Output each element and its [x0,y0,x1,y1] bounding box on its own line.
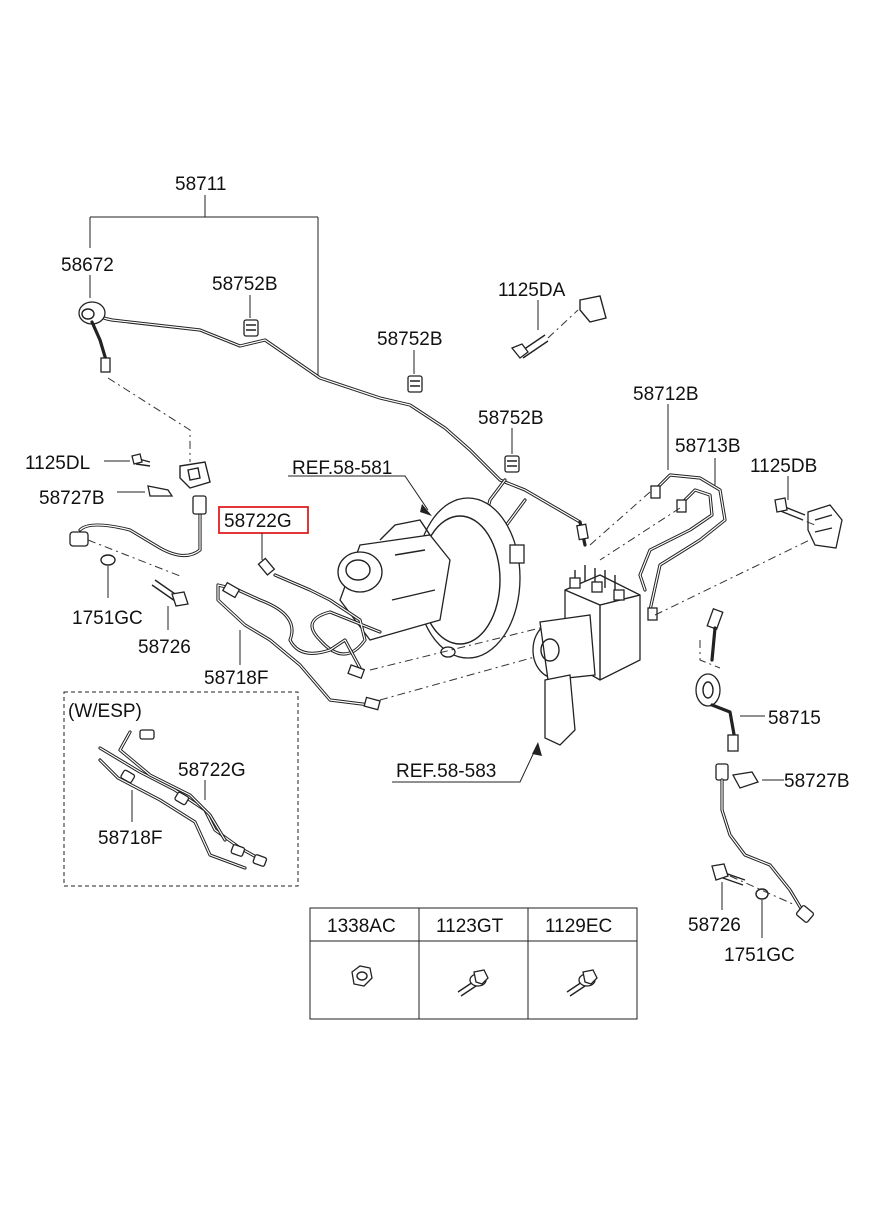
label-wesp: (W/ESP) [68,701,142,722]
label-ref-58-581: REF.58-581 [292,458,392,479]
label-58722g: 58722G [178,760,246,781]
bolt-1125db [774,476,843,549]
label-58726: 58726 [138,637,191,658]
clip-58752b-1 [243,295,259,337]
label-58711: 58711 [175,174,226,195]
table-header-1129ec: 1129EC [545,916,612,937]
label-58727b: 58727B [39,488,105,509]
label-ref-58-583: REF.58-583 [396,761,496,782]
hose-left-front [69,495,207,577]
brake-booster-master-cylinder [288,475,525,659]
bolt-58726-left [151,579,189,630]
rear-hose-assembly [711,763,815,938]
label-1751gc: 1751GC [724,945,795,966]
wesp-inset [63,691,299,887]
label-58715: 58715 [768,708,821,729]
flange-bolt-icon [566,969,598,997]
brake-pipe-58722g [257,533,382,656]
brake-hose-58715 [695,607,765,752]
label-58718f: 58718F [98,828,162,849]
label-58752b: 58752B [478,408,544,429]
clip-58752b-2 [407,350,423,393]
part-labels: 58711 58672 58752B 58752B 58752B 1125DA … [25,174,850,966]
washer-1751gc-left [100,554,116,598]
brake-pipes-58712b-58713b [589,404,821,621]
parts-table [309,907,638,1020]
label-1125da: 1125DA [498,280,566,301]
table-header-1338ac: 1338AC [327,916,396,937]
label-1125dl: 1125DL [25,453,90,474]
label-58722g-highlighted: 58722G [224,511,292,532]
bracket-1125dl-58727b [104,453,211,497]
table-header-1123gt: 1123GT [436,916,504,937]
part-58711-bracket-lines [89,195,319,378]
grommet-58672 [78,275,191,462]
label-58727b: 58727B [784,771,850,792]
ref-58-583-leader [392,742,542,783]
highlight-58722g [218,506,309,534]
label-58672: 58672 [61,255,114,276]
flange-bolt-icon [457,969,489,997]
hex-nut-icon [351,965,373,987]
clip-58752b-3 [504,428,520,473]
label-58713b: 58713B [675,436,741,457]
label-58752b: 58752B [212,274,278,295]
label-58712b: 58712B [633,384,699,405]
label-58718f: 58718F [204,668,268,689]
abs-hydraulic-unit [532,565,641,746]
brake-pipe-58718f [216,581,561,711]
label-1751gc: 1751GC [72,608,143,629]
label-1125db: 1125DB [750,456,817,477]
bolt-1125da [510,295,607,359]
label-58752b: 58752B [377,329,443,350]
label-58726: 58726 [688,915,741,936]
